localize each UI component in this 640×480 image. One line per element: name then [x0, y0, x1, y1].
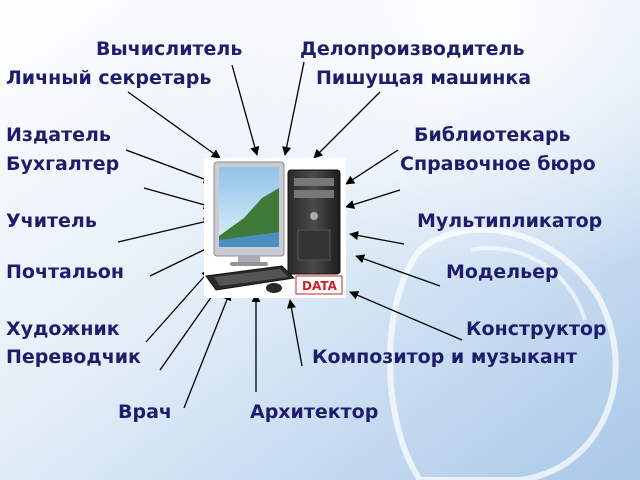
arrow-calculator: [231, 64, 260, 156]
mouse-watermark: [387, 226, 619, 480]
keyboard-icon: [205, 265, 296, 291]
data-logo: DATA: [295, 275, 343, 295]
arrow-translator: [159, 285, 220, 371]
arrow-postman: [149, 244, 215, 277]
arrow-publisher: [125, 149, 213, 184]
arrow-secretary: [127, 91, 221, 159]
arrow-teacher: [117, 217, 213, 243]
svg-text:DATA: DATA: [302, 279, 338, 293]
arrow-librarian: [345, 149, 399, 185]
monitor-icon: [213, 161, 285, 266]
label-publisher: Издатель: [6, 124, 111, 146]
label-translator: Переводчик: [6, 346, 141, 368]
system-unit-icon: [287, 169, 341, 275]
arrow-animator: [349, 231, 405, 245]
label-clerk: Делопроизводитель: [300, 38, 525, 60]
label-doctor: Врач: [118, 401, 172, 423]
label-architect: Архитектор: [250, 401, 379, 423]
arrow-typewriter: [313, 91, 381, 159]
label-composer: Композитор и музыкант: [312, 346, 577, 368]
mouse-icon: [266, 283, 282, 293]
label-teacher: Учитель: [6, 210, 97, 232]
label-calculator: Вычислитель: [96, 38, 243, 60]
label-designer: Конструктор: [466, 318, 607, 340]
label-animator: Мультипликатор: [417, 210, 603, 232]
arrow-doctor: [183, 291, 232, 409]
arrow-accountant: [143, 187, 213, 210]
arrow-info-desk: [345, 189, 401, 209]
label-librarian: Библиотекарь: [414, 124, 571, 146]
arrow-designer: [349, 291, 463, 341]
label-artist: Художник: [6, 318, 120, 340]
arrow-modeler: [355, 254, 441, 287]
arrow-artist: [145, 269, 211, 343]
label-postman: Почтальон: [6, 261, 124, 283]
arrow-clerk: [282, 61, 305, 156]
label-accountant: Бухгалтер: [6, 153, 120, 175]
arrow-composer: [286, 299, 303, 367]
desktop-computer-icon: DATA: [204, 158, 346, 298]
label-secretary: Личный секретарь: [6, 67, 212, 89]
label-modeler: Модельер: [446, 261, 559, 283]
label-info-desk: Справочное бюро: [400, 153, 596, 175]
label-typewriter: Пишущая машинка: [316, 67, 532, 89]
